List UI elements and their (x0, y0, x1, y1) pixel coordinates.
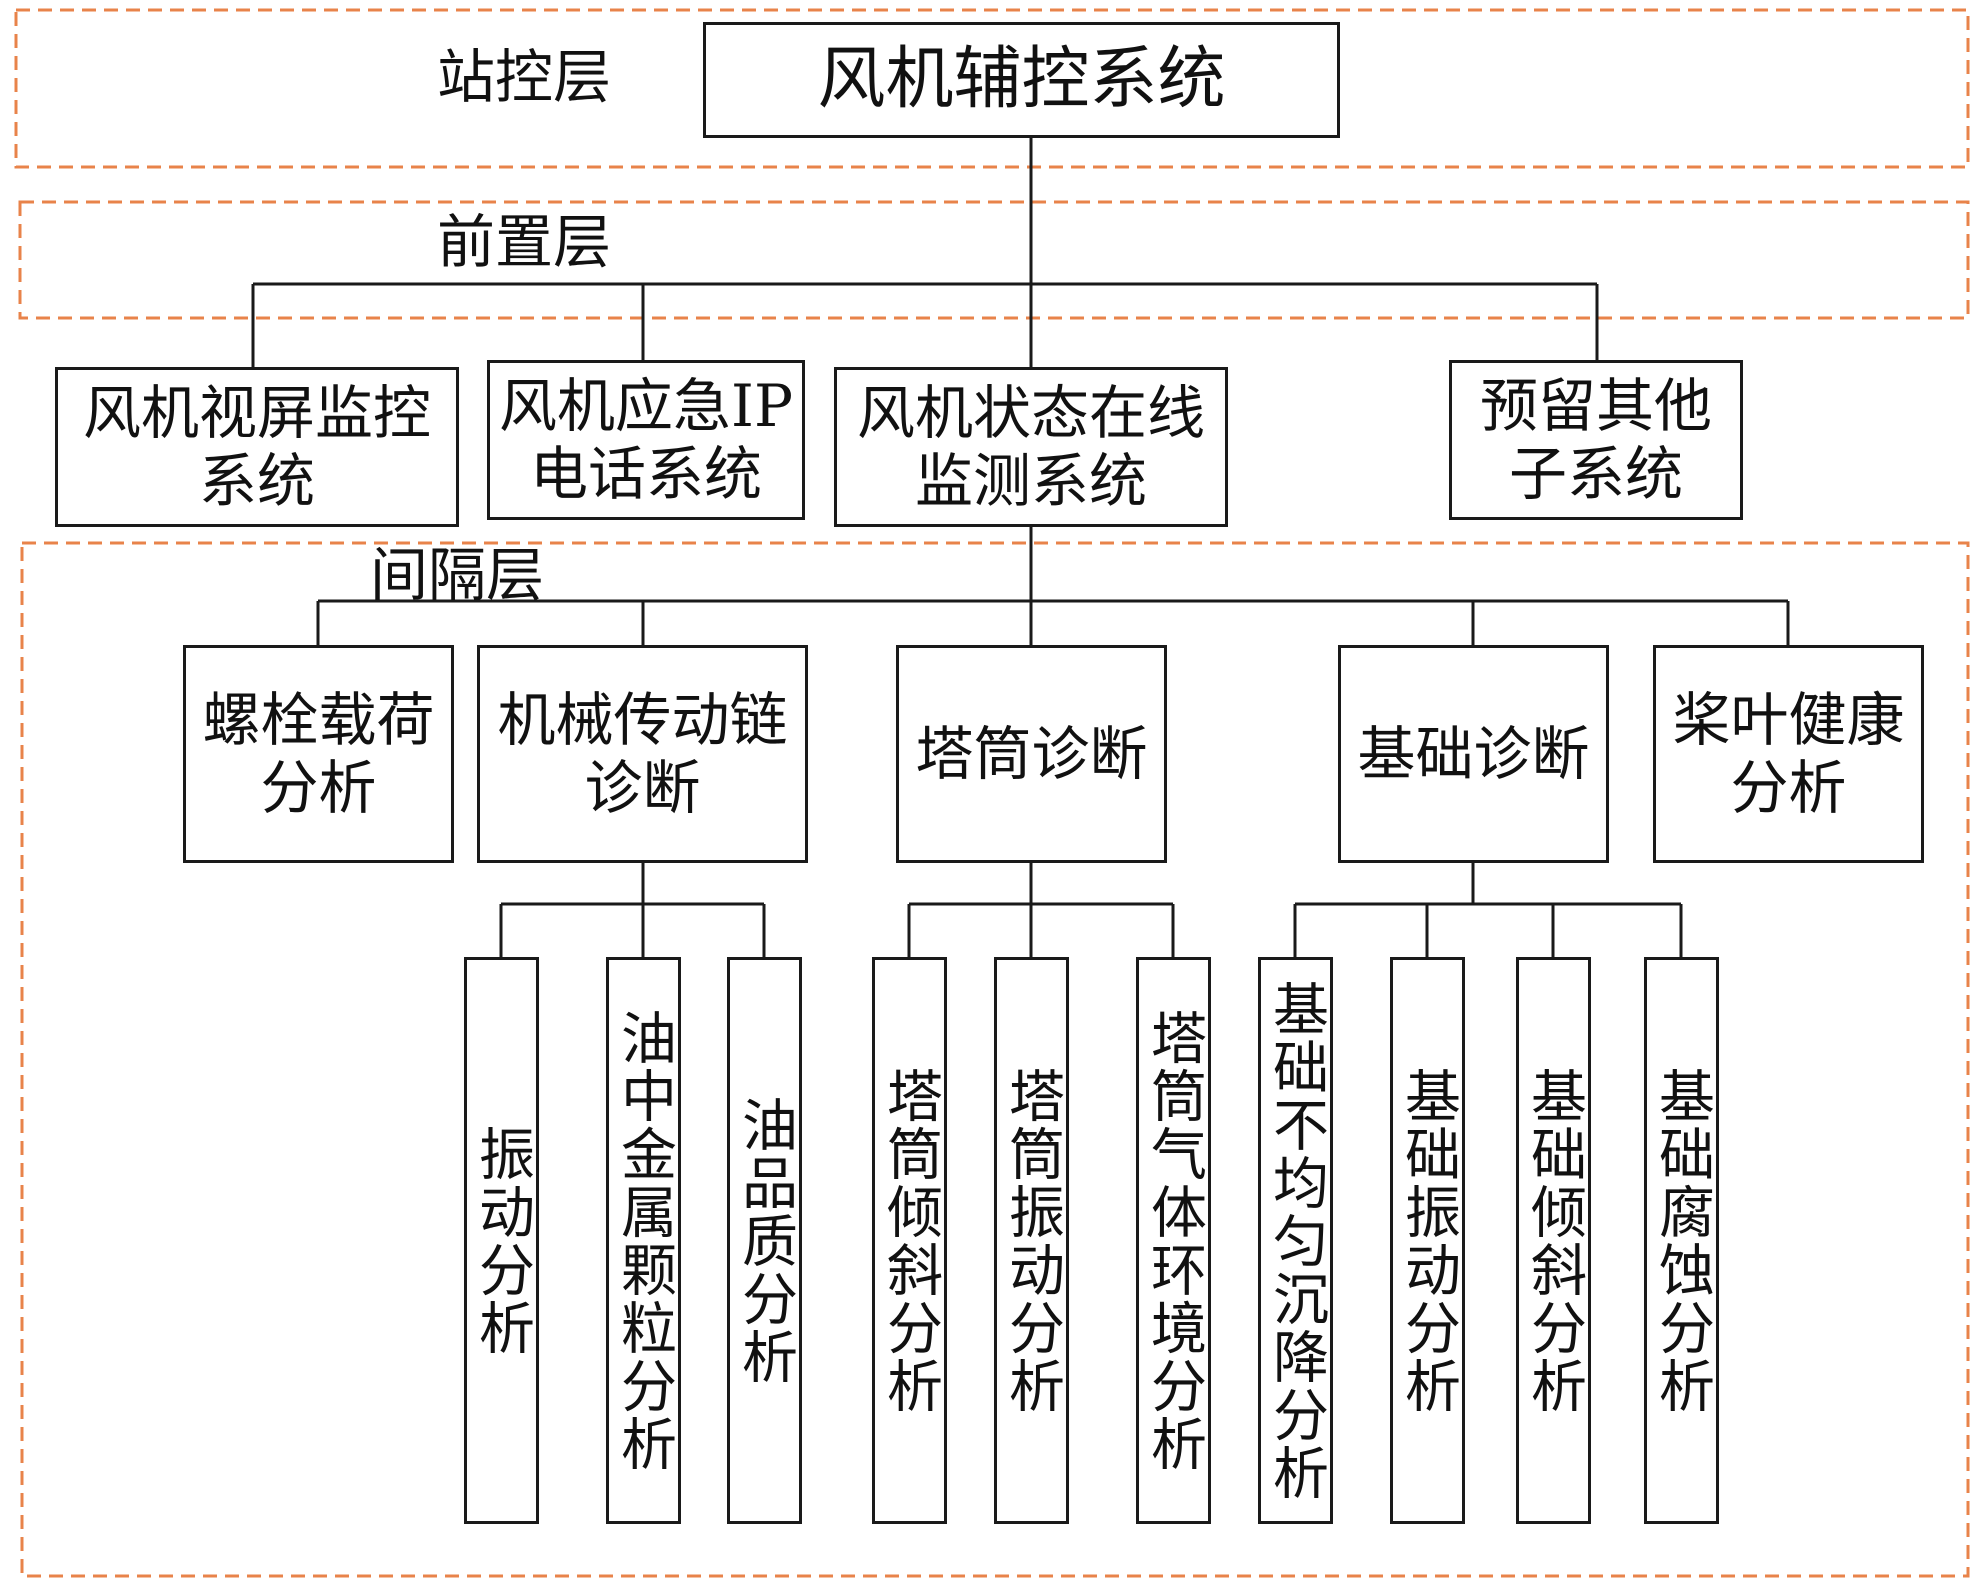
root-system-box: 风机辅控系统 (703, 22, 1340, 138)
analysis-label: 振动分析 (469, 1124, 535, 1357)
diagnostic-label: 螺栓载荷 分析 (202, 686, 435, 822)
diagnostic-box-bolt-load: 螺栓载荷 分析 (183, 645, 454, 863)
diagnostic-label: 基础诊断 (1357, 720, 1590, 788)
layer-label-front: 前置层 (437, 208, 612, 276)
analysis-label: 基础腐蚀分析 (1649, 1066, 1715, 1415)
subsystem-box-reserved: 预留其他 子系统 (1449, 360, 1743, 520)
analysis-label: 塔筒倾斜分析 (877, 1066, 943, 1415)
analysis-box-foundation-corrosion: 基础腐蚀分析 (1644, 957, 1719, 1524)
analysis-label: 油品质分析 (732, 1095, 798, 1386)
subsystem-label: 风机状态在线 监测系统 (856, 379, 1205, 515)
analysis-label: 基础倾斜分析 (1521, 1066, 1587, 1415)
diagnostic-box-tower: 塔筒诊断 (896, 645, 1167, 863)
diagnostic-label: 桨叶健康 分析 (1672, 686, 1905, 822)
analysis-box-foundation-vibration: 基础振动分析 (1390, 957, 1465, 1524)
diagnostic-box-drivetrain: 机械传动链 诊断 (477, 645, 808, 863)
analysis-box-vibration: 振动分析 (464, 957, 539, 1524)
subsystem-label: 风机应急IP 电话系统 (499, 372, 793, 508)
analysis-box-oil-quality: 油品质分析 (727, 957, 802, 1524)
analysis-label: 塔筒振动分析 (999, 1066, 1065, 1415)
root-system-label: 风机辅控系统 (817, 40, 1226, 119)
analysis-label: 油中金属颗粒分析 (611, 1008, 677, 1473)
analysis-box-tower-tilt: 塔筒倾斜分析 (872, 957, 947, 1524)
analysis-label: 塔筒气体环境分析 (1141, 1008, 1207, 1473)
analysis-label: 基础不均匀沉降分析 (1263, 979, 1329, 1502)
analysis-box-oil-metal-particles: 油中金属颗粒分析 (606, 957, 681, 1524)
layer-frame-front (18, 200, 1970, 320)
diagnostic-label: 机械传动链 诊断 (497, 686, 788, 822)
layer-label-station: 站控层 (437, 43, 612, 111)
layer-frame-station (14, 8, 1970, 169)
diagnostic-box-foundation: 基础诊断 (1338, 645, 1609, 863)
analysis-box-foundation-tilt: 基础倾斜分析 (1516, 957, 1591, 1524)
analysis-label: 基础振动分析 (1395, 1066, 1461, 1415)
subsystem-box-video: 风机视屏监控 系统 (55, 367, 459, 527)
layer-frame-bay (20, 541, 1970, 1578)
layer-label-bay: 间隔层 (370, 541, 545, 609)
analysis-box-tower-vibration: 塔筒振动分析 (994, 957, 1069, 1524)
analysis-box-foundation-settlement: 基础不均匀沉降分析 (1258, 957, 1333, 1524)
subsystem-box-condition-monitoring: 风机状态在线 监测系统 (834, 367, 1228, 527)
subsystem-box-ip-phone: 风机应急IP 电话系统 (487, 360, 805, 520)
diagnostic-box-blade-health: 桨叶健康 分析 (1653, 645, 1924, 863)
diagnostic-label: 塔筒诊断 (915, 720, 1148, 788)
analysis-box-tower-gas-environment: 塔筒气体环境分析 (1136, 957, 1211, 1524)
subsystem-label: 风机视屏监控 系统 (82, 379, 431, 515)
subsystem-label: 预留其他 子系统 (1479, 372, 1712, 508)
